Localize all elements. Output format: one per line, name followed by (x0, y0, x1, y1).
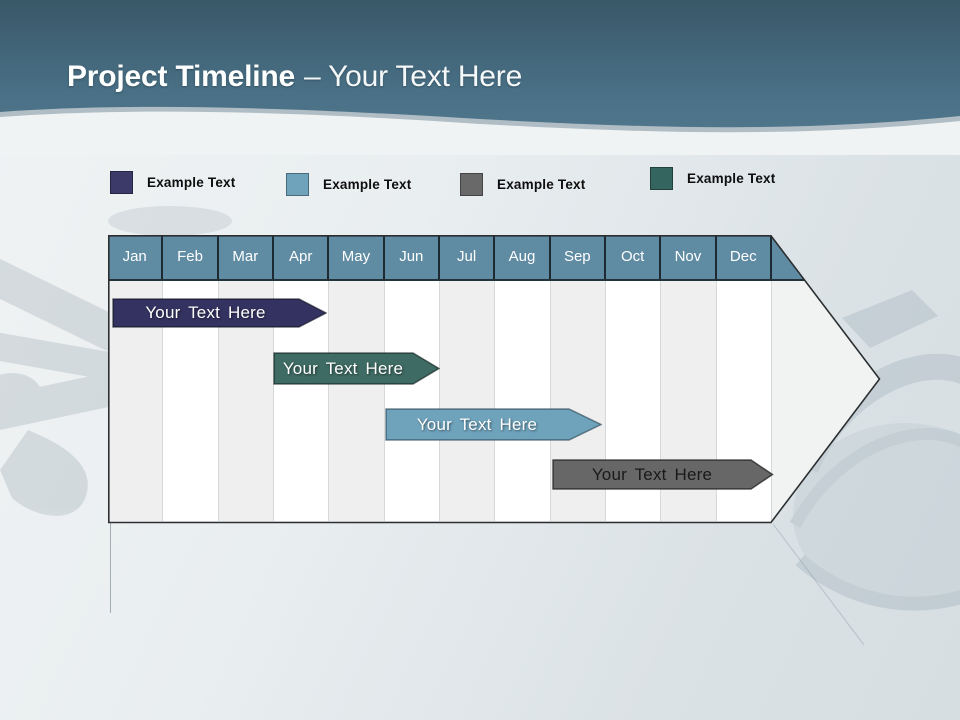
grid-column (439, 281, 496, 521)
grid-column (384, 281, 440, 521)
legend-label: Example Text (687, 170, 776, 186)
legend-label: Example Text (147, 174, 236, 190)
month-cell: Oct (605, 235, 662, 279)
month-cell: Mar (218, 235, 274, 279)
bar-label: Your Text Here (282, 358, 404, 378)
month-cell: Jan (108, 235, 164, 279)
month-cell: Jun (384, 235, 440, 279)
title-main: Project Timeline (67, 60, 295, 93)
month-cell: Apr (273, 235, 330, 279)
timeline-arrow-chart: Jan Feb Mar Apr May Jun Jul Aug Sep Oct … (108, 235, 884, 524)
legend-swatch-gray (460, 172, 483, 196)
grid-column (329, 281, 385, 521)
month-cell: Dec (716, 235, 772, 279)
legend-label: Example Text (497, 176, 586, 192)
month-cell: Aug (495, 235, 551, 279)
legend-item: Example Text (650, 166, 775, 190)
legend-item: Example Text (460, 172, 585, 196)
header-wave-band (0, 0, 960, 155)
timeline-bar: Your Text Here (552, 459, 774, 490)
month-cell: May (329, 235, 385, 279)
legend-swatch-teal (650, 166, 673, 190)
page-title: Project Timeline – Your Text Here (67, 60, 522, 94)
bar-label: Your Text Here (145, 303, 266, 322)
timeline-arrow-body: Jan Feb Mar Apr May Jun Jul Aug Sep Oct … (108, 235, 880, 523)
legend-label: Example Text (323, 176, 412, 192)
timeline-bar: Your Text Here (385, 408, 602, 441)
legend-swatch-blue (286, 172, 309, 196)
bar-label: Your Text Here (416, 414, 538, 434)
month-cell: Nov (661, 235, 717, 279)
month-cell: Jul (439, 235, 496, 279)
table-reflection (110, 523, 865, 646)
timeline-bar: Your Text Here (112, 298, 327, 328)
legend-item: Example Text (110, 170, 235, 194)
legend-item: Example Text (286, 172, 411, 196)
title-placeholder: – Your Text Here (304, 60, 523, 93)
bar-label: Your Text Here (591, 464, 713, 484)
month-header-row: Jan Feb Mar Apr May Jun Jul Aug Sep Oct … (108, 235, 880, 281)
month-cell: Sep (550, 235, 606, 279)
timeline-bar: Your Text Here (273, 352, 440, 385)
legend-swatch-navy (110, 170, 133, 194)
grid-column (495, 281, 551, 521)
month-cell: Feb (163, 235, 219, 279)
